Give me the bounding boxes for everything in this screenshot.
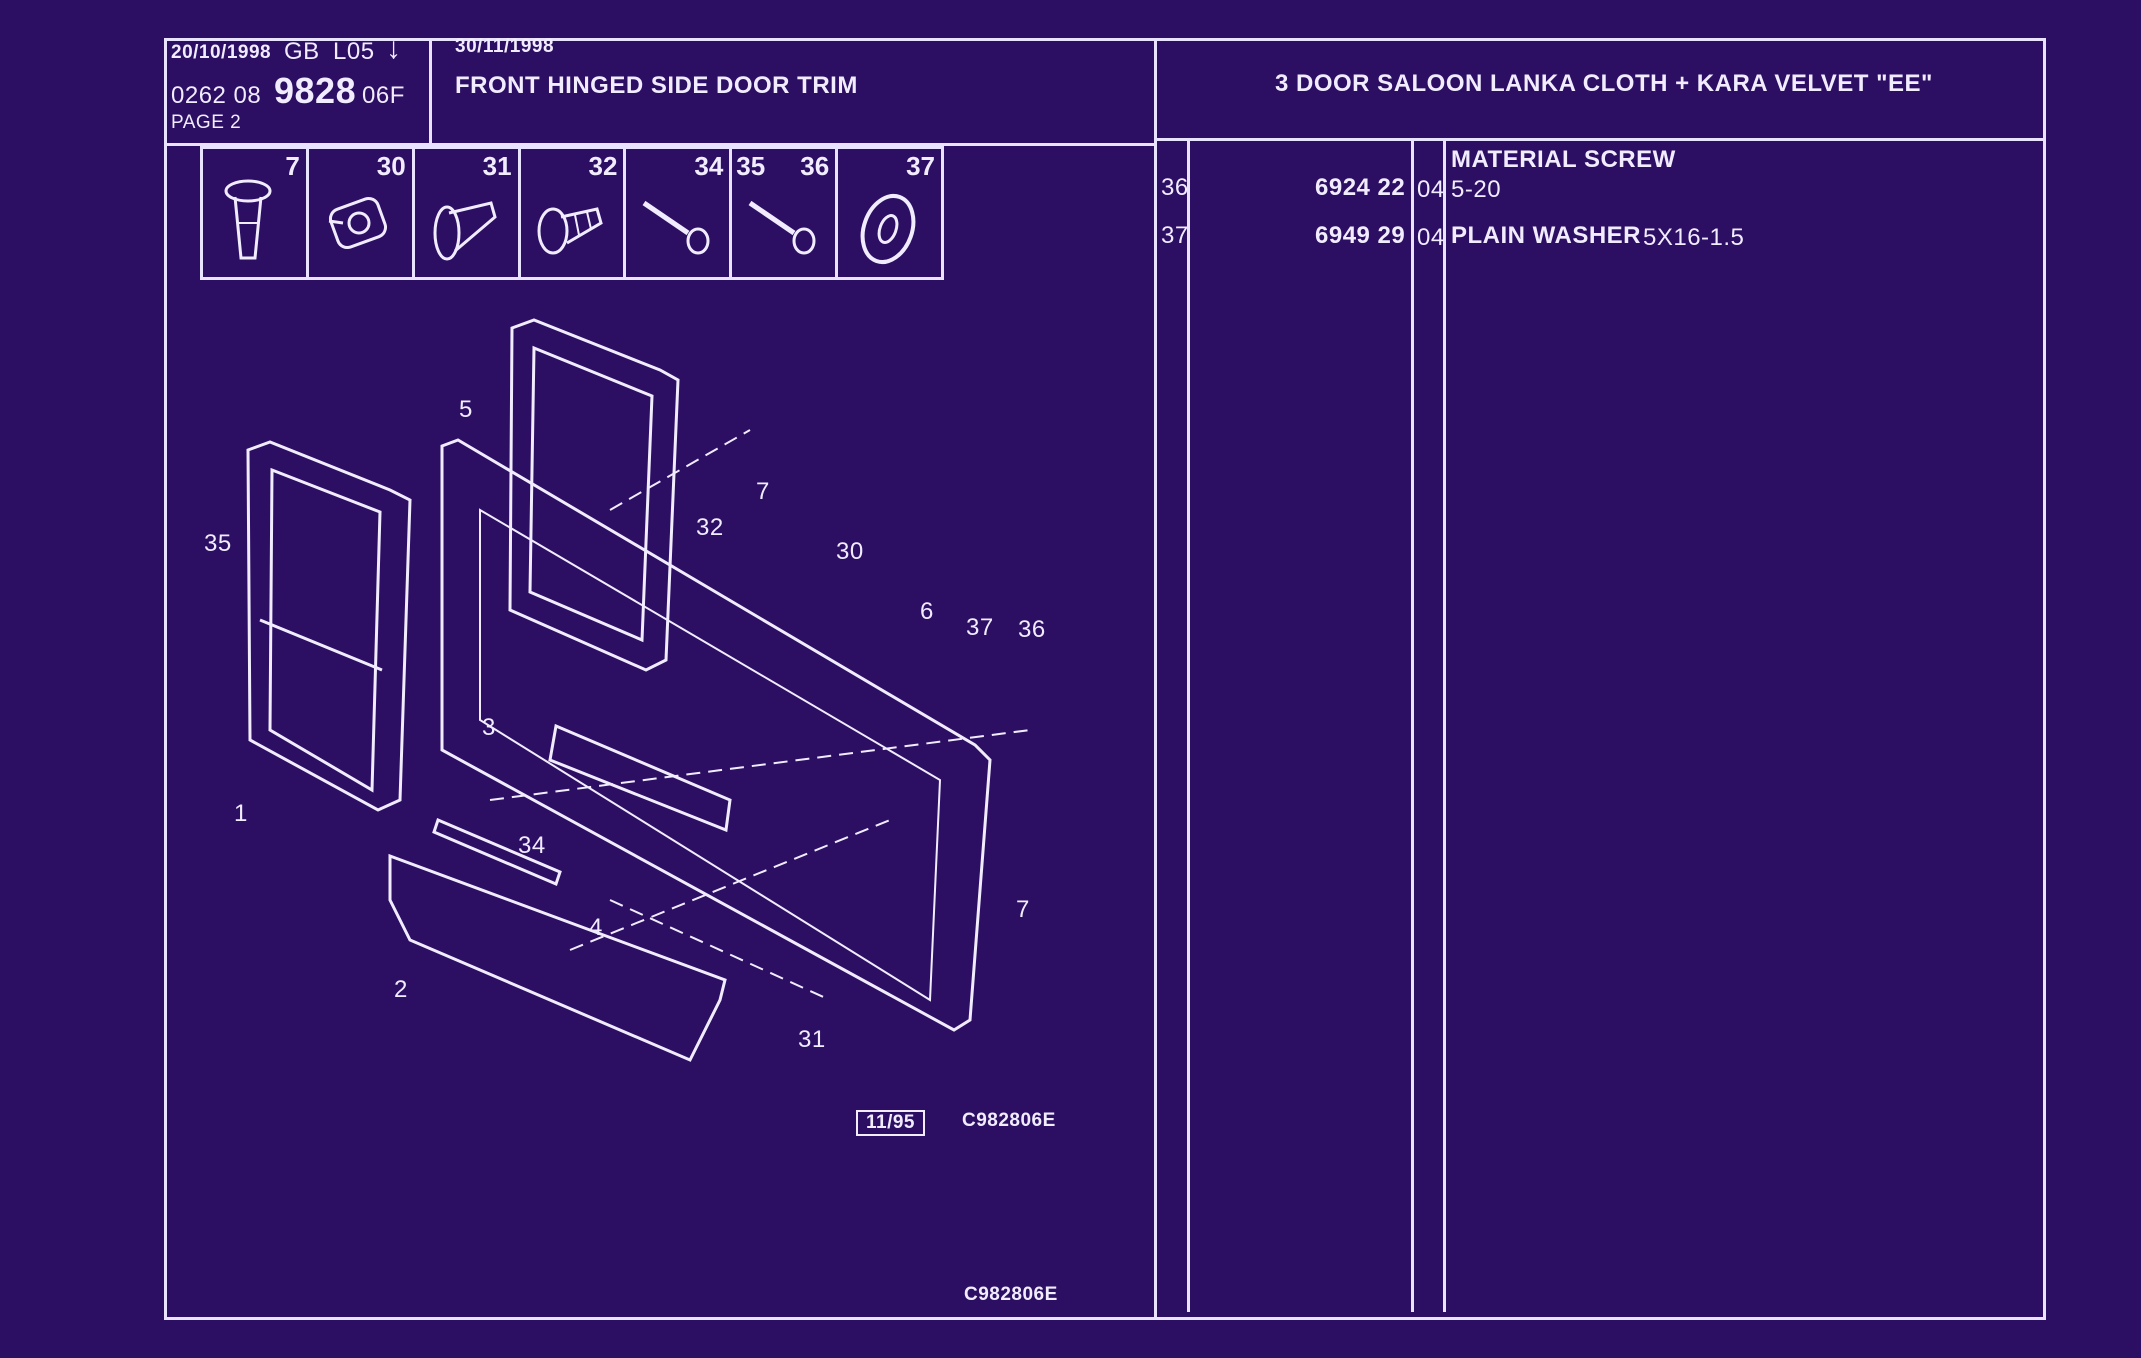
callout-36: 36: [1018, 616, 1046, 643]
variant-title: 3 DOOR SALOON LANKA CLOTH + KARA VELVET …: [1275, 70, 1933, 97]
fixing-cell: 35 36: [732, 149, 839, 277]
fir-tree-clip-icon: [537, 207, 603, 255]
callout-2: 2: [394, 976, 408, 1003]
center-divider: [1154, 38, 1157, 1320]
table-col-1: [1187, 140, 1190, 1312]
callout-3: 3: [482, 714, 496, 741]
callout-1: 1: [234, 800, 248, 827]
quantity: 04: [1417, 176, 1445, 203]
header-date-right: 30/11/1998: [455, 36, 555, 57]
diagram-ref-inner: C982806E: [962, 1110, 1056, 1131]
push-clip-icon: [224, 179, 272, 260]
header-bottom-right: [1156, 138, 2046, 141]
header-divider-1: [429, 38, 432, 144]
screw-icon: [748, 200, 816, 255]
header-ref-prefix: 0262 08: [171, 82, 262, 109]
washer-icon: [860, 194, 916, 264]
quantity: 04: [1417, 224, 1445, 251]
header-ref-suffix: 06F: [362, 82, 405, 109]
callout-35: 35: [204, 530, 232, 557]
part-number: 6949 29: [1315, 222, 1406, 249]
section-title: FRONT HINGED SIDE DOOR TRIM: [455, 72, 858, 99]
table-col-3: [1443, 140, 1446, 1312]
part-number: 6924 22: [1315, 174, 1406, 201]
screw-icon: [643, 200, 710, 255]
callout-37: 37: [966, 614, 994, 641]
fixing-cell: 31: [415, 149, 521, 277]
description-main: PLAIN WASHER: [1451, 222, 1642, 249]
header-date-left: 20/10/1998: [171, 42, 272, 63]
callout-4: 4: [589, 914, 603, 941]
description-sub: 5X16-1.5: [1643, 224, 1745, 251]
description-sub: 5-20: [1451, 176, 1502, 203]
fixing-cell: 7: [203, 149, 309, 277]
header-arrow-icon: ↓: [386, 32, 402, 65]
diagram-ref-bottom: C982806E: [964, 1284, 1058, 1305]
header-bottom-left: [429, 143, 1156, 146]
fixing-cell: 34: [626, 149, 733, 277]
door-trim-exploded-diagram: [246, 318, 1031, 1062]
header-code: L05: [333, 38, 375, 65]
fixing-cell: 37: [838, 149, 941, 277]
diagram-stamp-date: 11/95: [856, 1110, 925, 1136]
callout-31: 31: [798, 1026, 826, 1053]
header-bottom-far-left: [164, 143, 429, 146]
callout-30: 30: [836, 538, 864, 565]
rivet-icon: [433, 201, 497, 261]
header-region: GB: [284, 38, 320, 65]
item-number: 36: [1161, 174, 1189, 201]
fixings-icon-strip: 7 30 31 32 34: [200, 146, 944, 280]
callout-7-top: 7: [756, 478, 770, 505]
parts-sheet: [164, 38, 2046, 1320]
fixing-cell: 32: [521, 149, 627, 277]
clip-retainer-icon: [328, 196, 387, 250]
callout-5: 5: [459, 396, 473, 423]
fixing-cell: 30: [309, 149, 415, 277]
callout-6: 6: [920, 598, 934, 625]
header-ref-main: 9828: [274, 70, 357, 111]
table-col-2: [1411, 140, 1414, 1312]
callout-32: 32: [696, 514, 724, 541]
item-number: 37: [1161, 222, 1189, 249]
callout-7-right: 7: [1016, 896, 1030, 923]
header-page: PAGE 2: [171, 112, 242, 133]
callout-34: 34: [518, 832, 546, 859]
description-main: MATERIAL SCREW: [1451, 146, 1676, 173]
